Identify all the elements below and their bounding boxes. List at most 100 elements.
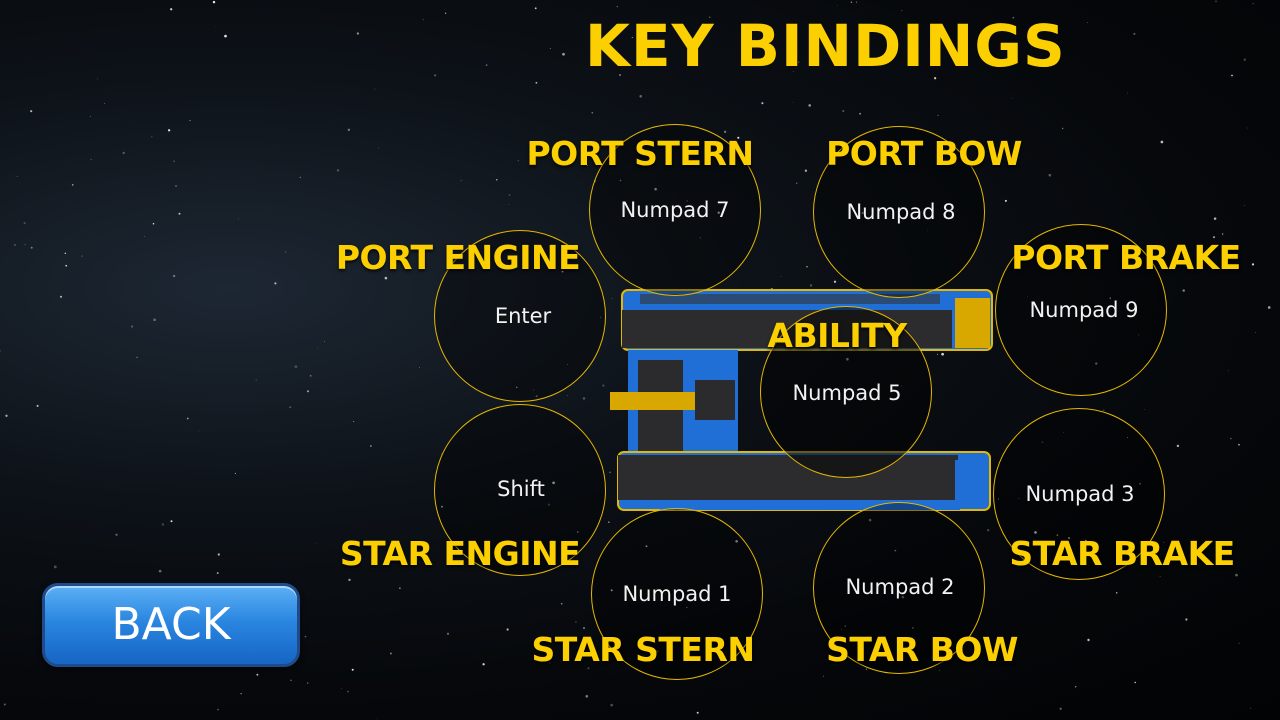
- star: [212, 0, 216, 4]
- star: [933, 77, 937, 80]
- star: [1227, 370, 1229, 371]
- star: [3, 703, 6, 706]
- star: [422, 19, 424, 21]
- star: [797, 61, 800, 63]
- star: [24, 244, 26, 246]
- star: [1238, 642, 1240, 644]
- star: [610, 703, 614, 707]
- star: [709, 16, 711, 18]
- star: [937, 114, 939, 116]
- star: [1134, 681, 1136, 684]
- star: [315, 542, 317, 544]
- star: [1185, 618, 1188, 621]
- star: [215, 26, 217, 28]
- star: [224, 34, 227, 38]
- star: [336, 169, 340, 172]
- star: [1062, 127, 1064, 130]
- star: [104, 103, 106, 105]
- star: [290, 679, 292, 681]
- star: [1215, 0, 1217, 2]
- star: [583, 627, 585, 630]
- star: [587, 667, 590, 670]
- star: [13, 243, 16, 247]
- star: [1267, 306, 1271, 309]
- star: [352, 253, 355, 255]
- star: [167, 129, 171, 132]
- star: [1182, 289, 1185, 292]
- star: [1213, 217, 1217, 220]
- star: [806, 266, 808, 268]
- star: [351, 668, 354, 671]
- star: [174, 184, 178, 188]
- port-stern-label: PORT STERN: [526, 134, 754, 173]
- port-engine-key: Enter: [494, 304, 552, 328]
- star: [938, 670, 940, 672]
- star: [485, 64, 488, 66]
- port-bow-key: Numpad 8: [846, 200, 956, 224]
- star: [274, 282, 277, 285]
- star: [115, 533, 118, 536]
- star: [1115, 592, 1118, 594]
- star: [130, 325, 134, 328]
- port-brake-key: Numpad 9: [1029, 298, 1139, 322]
- star: [172, 274, 176, 278]
- port-stern-slot[interactable]: [589, 124, 761, 296]
- star: [153, 318, 156, 322]
- star: [36, 404, 39, 407]
- star: [1231, 74, 1233, 77]
- star-bow-slot[interactable]: [813, 502, 985, 674]
- star: [317, 347, 318, 349]
- star-brake-slot[interactable]: [993, 408, 1165, 580]
- star: [506, 628, 509, 631]
- star: [1247, 127, 1248, 129]
- back-button[interactable]: BACK: [42, 583, 300, 667]
- star: [348, 578, 351, 582]
- port-engine-slot[interactable]: [434, 230, 606, 402]
- port-brake-slot[interactable]: [995, 224, 1167, 396]
- star: [840, 54, 843, 56]
- star: [609, 471, 611, 474]
- star: [837, 5, 839, 6]
- port-bow-slot[interactable]: [813, 126, 985, 298]
- star: [23, 222, 26, 225]
- star: [1176, 444, 1180, 448]
- ability-key: Numpad 5: [792, 381, 902, 405]
- star: [307, 682, 309, 684]
- star: [591, 111, 594, 114]
- star: [173, 160, 175, 162]
- star: [1212, 236, 1216, 239]
- star: [299, 176, 302, 179]
- star: [30, 246, 33, 249]
- star: [809, 284, 813, 287]
- star: [1004, 199, 1007, 202]
- star: [508, 204, 510, 205]
- star: [602, 384, 605, 387]
- star: [136, 356, 138, 359]
- star: [81, 255, 83, 257]
- star: [804, 169, 808, 172]
- star: [71, 184, 74, 186]
- star: [446, 632, 450, 635]
- star: [859, 112, 862, 115]
- star-engine-slot[interactable]: [434, 404, 606, 576]
- star: [460, 179, 462, 181]
- star: [850, 1, 853, 4]
- ability-label: ABILITY: [767, 316, 907, 355]
- star: [178, 212, 181, 215]
- star: [608, 521, 610, 523]
- star: [445, 12, 447, 14]
- star: [833, 280, 837, 283]
- ability-slot[interactable]: [760, 306, 932, 478]
- star: [936, 353, 939, 355]
- star-stern-slot[interactable]: [591, 508, 763, 680]
- star: [356, 32, 360, 35]
- star: [294, 365, 298, 369]
- star: [1133, 32, 1136, 35]
- star: [186, 417, 189, 420]
- star: [151, 136, 153, 138]
- star: [1087, 638, 1090, 642]
- star: [240, 693, 242, 695]
- star-engine-key: Shift: [497, 477, 545, 501]
- star: [855, 1, 858, 3]
- star: [566, 395, 568, 396]
